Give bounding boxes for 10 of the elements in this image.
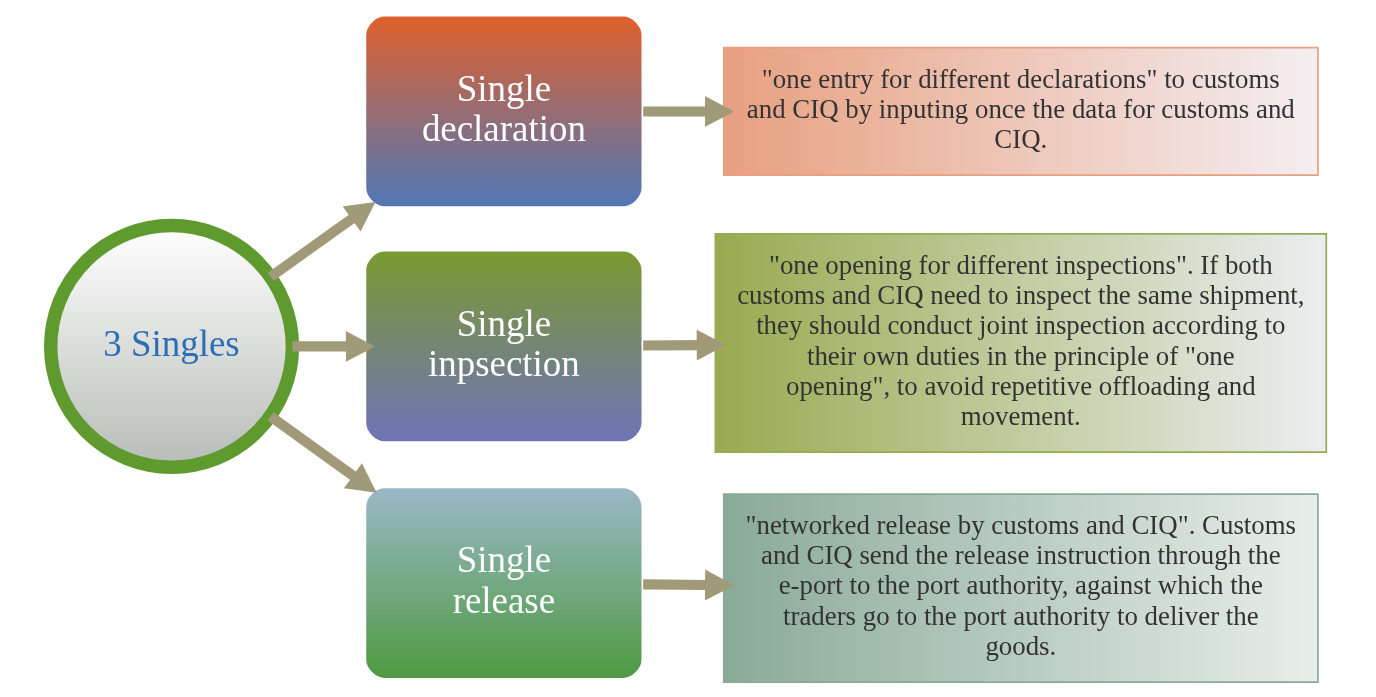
node-box: "one opening for different inspections". If both customs and CIQ need to inspect the same shipment, they should conduct joint inspection according to their own duties in the principle of "one opening", to avoid repetitive offloading and movement.: [714, 233, 1327, 453]
arrow: [267, 412, 377, 493]
arrow: [642, 569, 734, 601]
arrow: [267, 201, 375, 281]
arrow: [642, 96, 734, 127]
arrow: [291, 331, 375, 362]
node-box: "one entry for different declarations" to customs and CIQ by inputing once the data for customs and CIQ.: [722, 46, 1319, 177]
node-box: "networked release by customs and CIQ". Customs and CIQ send the release instruction through the e-port to the port authority, against which the traders go to the port authority to deliver the goods.: [722, 493, 1319, 683]
node-circle: 3 Singles: [43, 218, 299, 474]
arrow: [642, 329, 726, 361]
